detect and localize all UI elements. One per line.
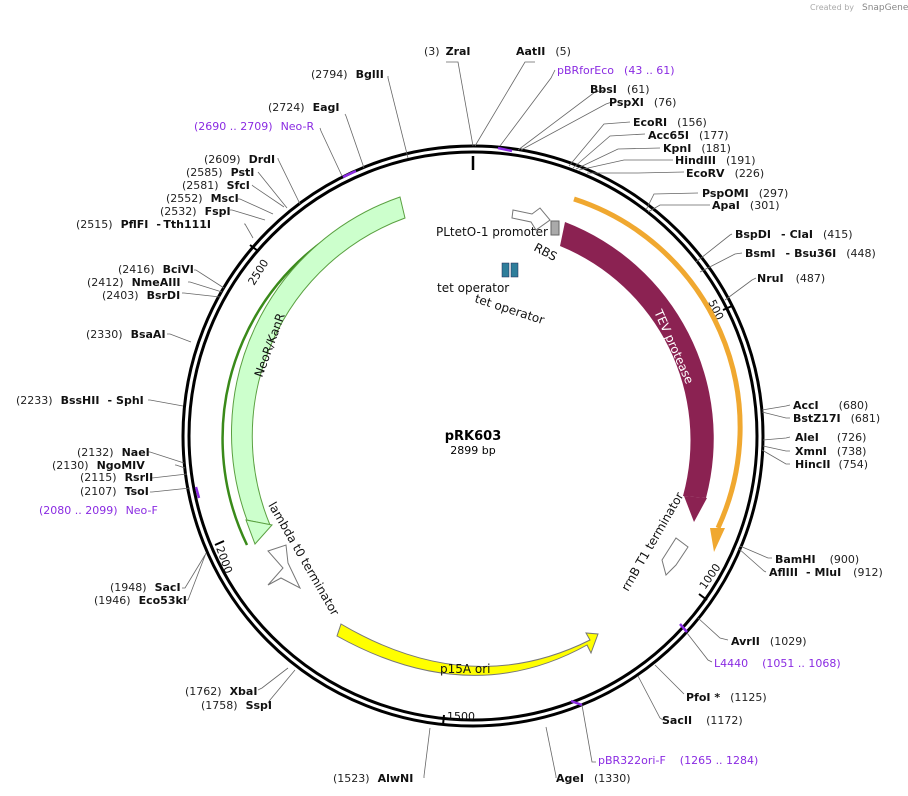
site-saci: (1948)SacI <box>110 581 181 594</box>
primer-pbr322ori-mark <box>570 699 583 707</box>
plasmid-name: pRK603 <box>445 429 502 444</box>
watermark-created-by: Created by <box>810 3 854 12</box>
site-pflfi-tth111i: (2515)PflFI-Tth111I <box>76 218 211 231</box>
tick-1000 <box>698 593 708 601</box>
primer-pbrforeco-mark <box>497 146 513 153</box>
primer-neor: (2690 .. 2709)Neo-R <box>194 120 314 133</box>
tick-1500 <box>442 714 445 726</box>
rbs-glyph <box>550 220 560 236</box>
site-sspi: (1758)SspI <box>201 699 272 712</box>
site-aatii: AatII(5) <box>516 45 571 58</box>
p15a-arrow <box>336 623 599 676</box>
tev-outline-head <box>710 528 725 552</box>
site-bstz17i: BstZ17I(681) <box>793 412 880 425</box>
site-ecori: EcoRI(156) <box>633 116 707 129</box>
site-msci: (2552)MscI <box>166 192 239 205</box>
site-bsshii-sphi: (2233)BssHII-SphI <box>16 394 144 407</box>
tick-500 <box>722 305 733 311</box>
leader-lines <box>148 61 791 778</box>
rrnb-terminator-glyph <box>661 537 689 576</box>
site-bglii: (2794)BglII <box>311 68 384 81</box>
site-afliii-mlui: AflIII-MluI(912) <box>769 566 883 579</box>
site-apai: ApaI(301) <box>712 199 780 212</box>
site-bspdi-clai: BspDI-ClaI(415) <box>735 228 853 241</box>
site-sfci: (2581)SfcI <box>182 179 250 192</box>
site-fspi: (2532)FspI <box>160 205 231 218</box>
rbs-label: RBS <box>532 240 560 264</box>
tick-2500 <box>249 244 259 252</box>
site-hindiii: HindIII(191) <box>675 154 756 167</box>
site-eco53ki: (1946)Eco53kI <box>94 594 187 607</box>
site-xmni: XmnI(738) <box>795 445 866 458</box>
site-acci: AccI(680) <box>793 399 868 412</box>
pltet-promoter-label: PLtetO-1 promoter <box>436 225 548 239</box>
site-nmeaiii: (2412)NmeAIII <box>87 276 181 289</box>
tev-arrow-body <box>560 222 714 498</box>
primer-neof: (2080 .. 2099)Neo-F <box>39 504 158 517</box>
primer-pbr322ori: pBR322ori-F(1265 .. 1284) <box>598 754 758 767</box>
site-pspxi: PspXI(76) <box>609 96 676 109</box>
pltet-promoter-glyph <box>511 207 551 231</box>
site-eagi: (2724)EagI <box>268 101 339 114</box>
site-pspomi: PspOMI(297) <box>702 187 788 200</box>
tev-arrow-head <box>684 496 707 522</box>
site-bcivi: (2416)BciVI <box>118 263 194 276</box>
tick-label-1500: 1500 <box>447 710 475 723</box>
backbone-inner <box>187 150 759 722</box>
p15a-label: p15A ori <box>440 662 491 676</box>
tev-outline-arc <box>573 196 743 530</box>
site-rsrii: (2115)RsrII <box>80 471 153 484</box>
site-zrai: (3)ZraI <box>424 45 471 58</box>
site-alei: AleI(726) <box>795 431 866 444</box>
tet-operator-1-label: tet operator <box>437 281 509 295</box>
tet-operator-1-glyph <box>501 262 510 278</box>
site-hincii: HincII(754) <box>795 458 868 471</box>
site-drdi: (2609)DrdI <box>204 153 275 166</box>
site-agei: AgeI(1330) <box>556 772 631 785</box>
tet-operator-2-glyph <box>510 262 519 278</box>
site-bsrdi: (2403)BsrDI <box>102 289 180 302</box>
primer-neor-mark <box>342 169 357 179</box>
site-bsmi-bsu36i: BsmI-Bsu36I(448) <box>745 247 876 260</box>
site-bbsi: BbsI(61) <box>590 83 650 96</box>
site-pfoi: PfoI *(1125) <box>686 691 767 704</box>
site-xbai: (1762)XbaI <box>185 685 257 698</box>
plasmid-length: 2899 bp <box>450 444 495 457</box>
site-sacii: SacII(1172) <box>662 714 743 727</box>
site-avrii: AvrII(1029) <box>731 635 806 648</box>
tick-2000 <box>214 540 225 546</box>
primer-l4440-mark <box>679 623 688 633</box>
watermark-brand: SnapGene <box>862 3 908 13</box>
lambda-terminator-glyph <box>267 544 302 590</box>
site-ecorv: EcoRV(226) <box>686 167 764 180</box>
site-naei: (2132)NaeI <box>77 446 150 459</box>
site-tsoi: (2107)TsoI <box>80 485 149 498</box>
site-kpni: KpnI(181) <box>663 142 731 155</box>
site-bsaai: (2330)BsaAI <box>86 328 166 341</box>
site-alwni: (1523)AlwNI <box>333 772 413 785</box>
primer-neof-mark <box>194 486 201 499</box>
tet-operator-2-label: tet operator <box>473 292 546 328</box>
site-acc65i: Acc65I(177) <box>648 129 729 142</box>
site-psti: (2585)PstI <box>186 166 254 179</box>
neo-arrow-head <box>245 519 273 545</box>
site-bamhi: BamHI(900) <box>775 553 859 566</box>
primer-pbrforeco: pBRforEco(43 .. 61) <box>557 64 675 77</box>
site-nrui: NruI(487) <box>757 272 825 285</box>
primer-l4440: L4440(1051 .. 1068) <box>714 657 841 670</box>
site-ngomiv: (2130)NgoMIV <box>52 459 145 472</box>
